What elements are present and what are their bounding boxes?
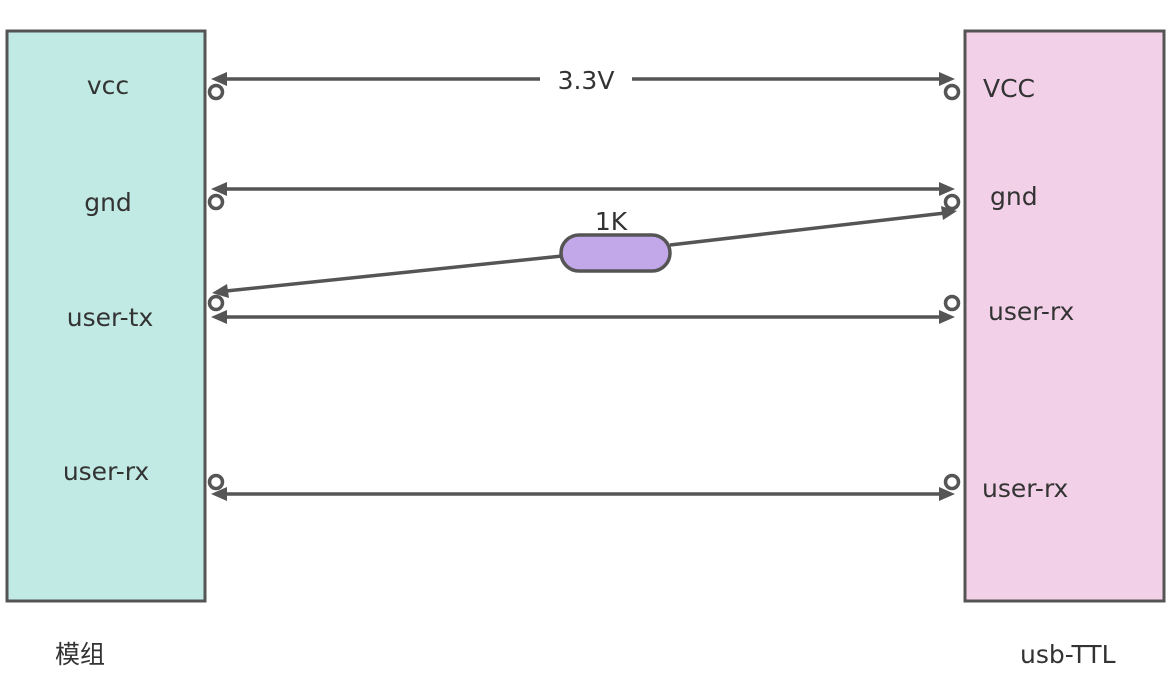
- vcc-voltage-label: 3.3V: [558, 66, 615, 95]
- usb-pin-rx-1: user-rx: [988, 297, 1074, 326]
- wire-tx-rx: [207, 294, 961, 324]
- usb-ttl-caption: usb-TTL: [1020, 640, 1116, 669]
- module-pin-tx: user-tx: [67, 303, 154, 332]
- resistor-label: 1K: [595, 207, 628, 236]
- module-pin-rx: user-rx: [63, 457, 149, 486]
- usb-pin-vcc: VCC: [983, 74, 1035, 103]
- wire-tx-resistor: [212, 206, 957, 298]
- module-pin-gnd: gnd: [84, 188, 132, 217]
- usb-ttl-box: [963, 29, 1166, 603]
- wire-gnd: [207, 182, 961, 211]
- wire-rx-rx: [207, 473, 961, 501]
- usb-pin-rx-2: user-rx: [982, 474, 1068, 503]
- module-caption: 模组: [55, 640, 105, 669]
- module-box: [5, 29, 207, 603]
- module-pin-vcc: vcc: [87, 71, 129, 100]
- wire-vcc: [207, 72, 961, 101]
- resistor-1k: [559, 233, 672, 273]
- usb-pin-gnd: gnd: [990, 182, 1038, 211]
